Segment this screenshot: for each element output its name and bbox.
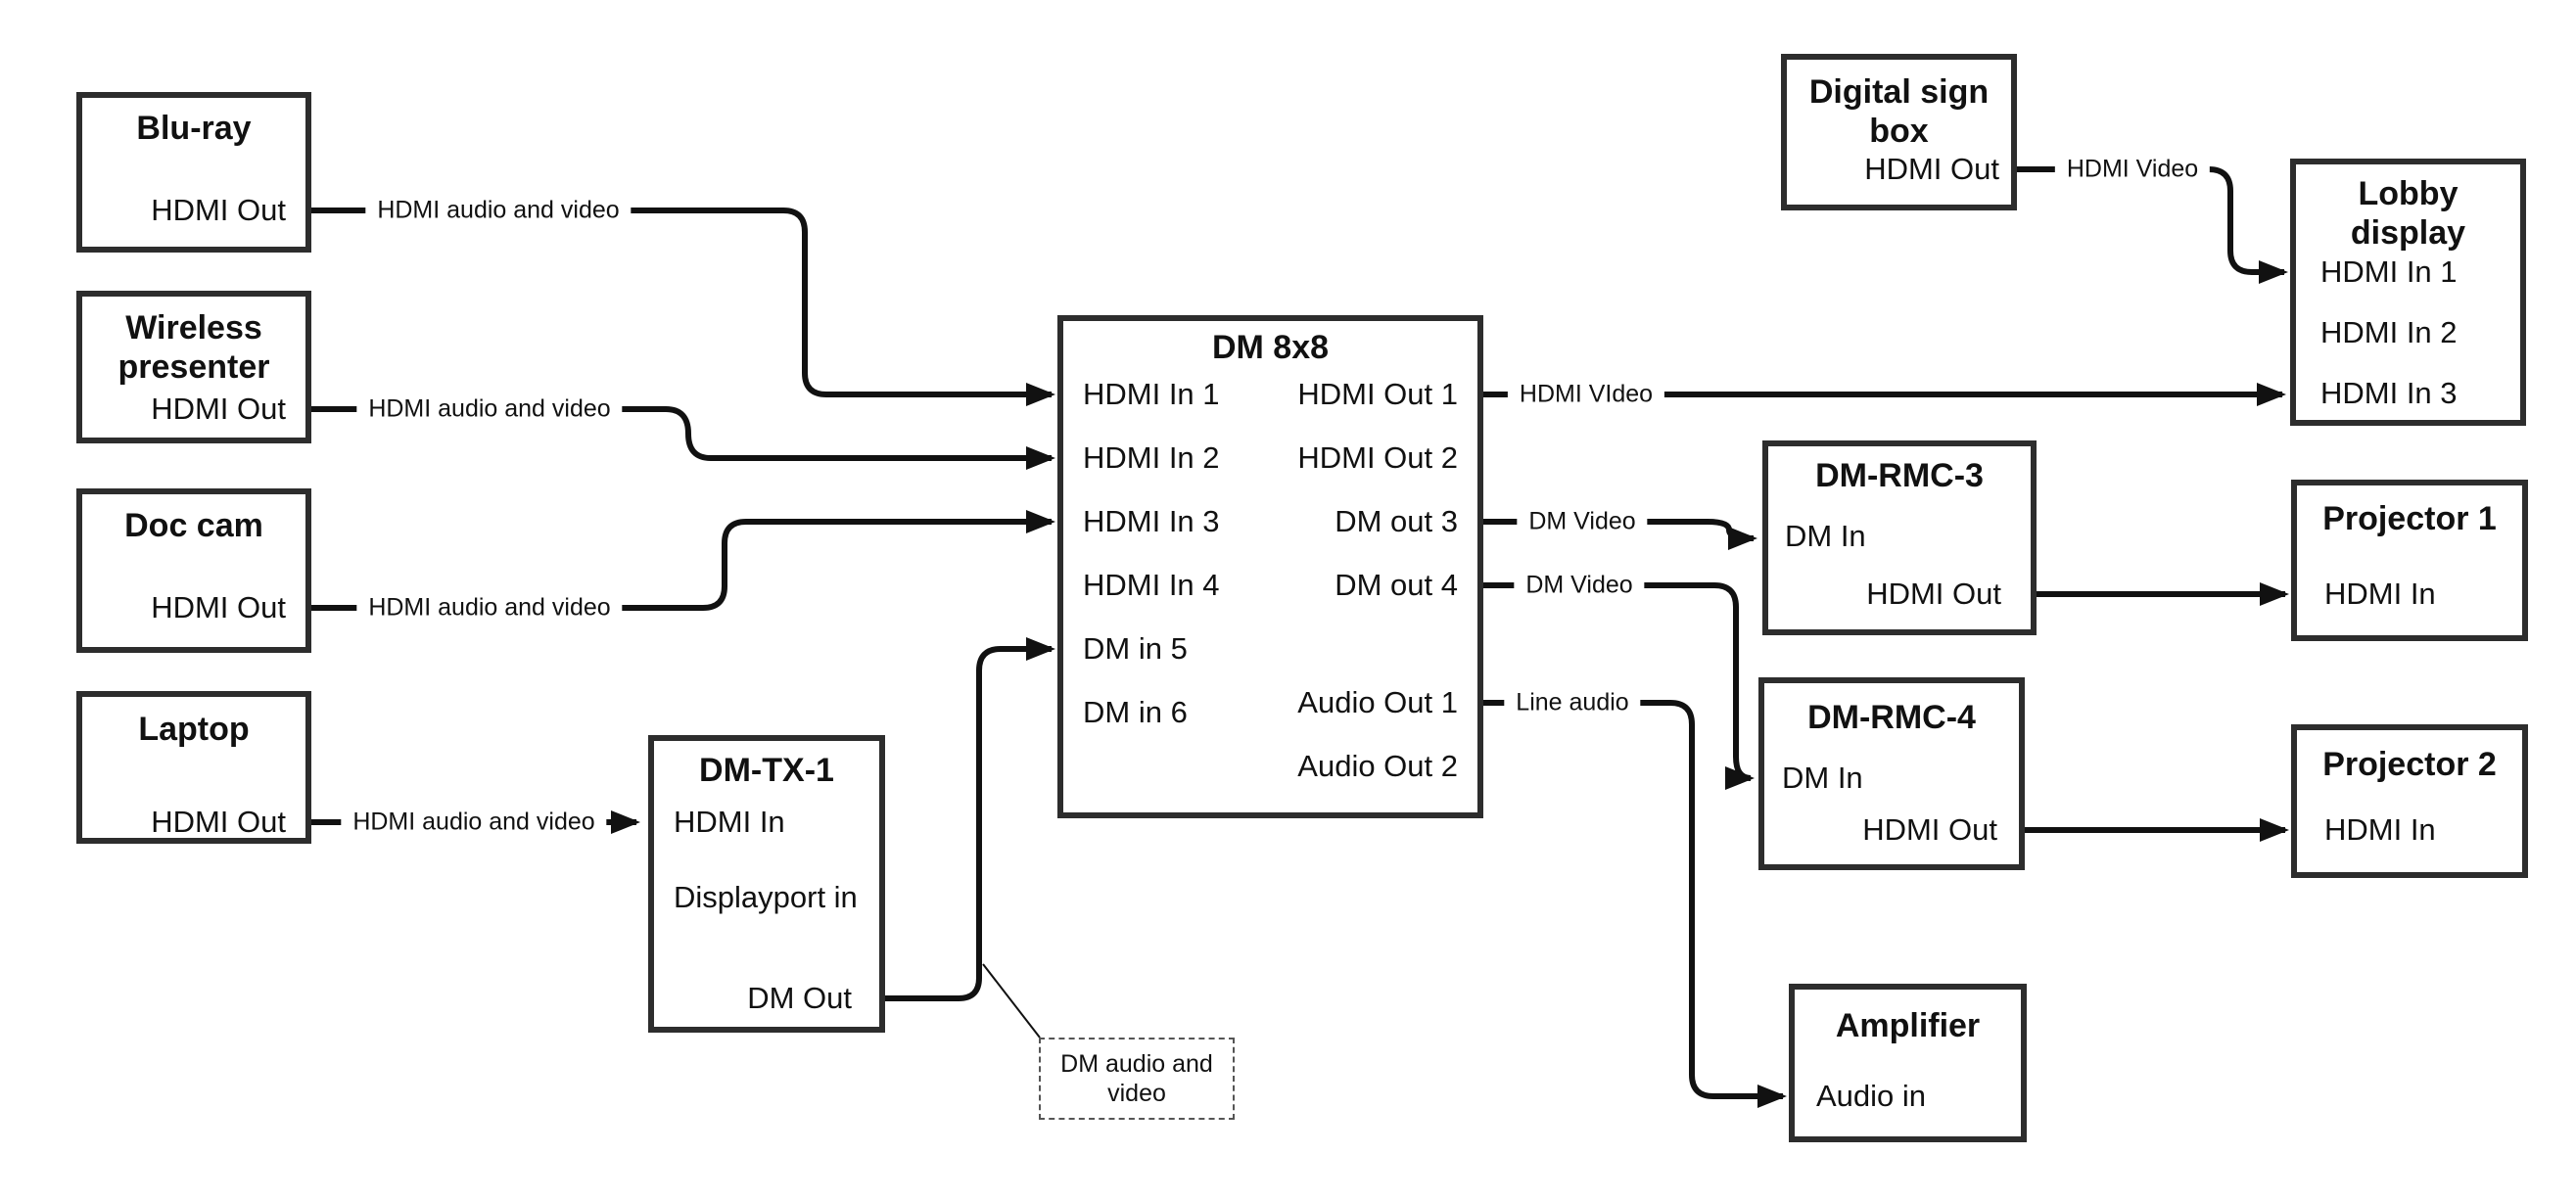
node-title: Digital sign box: [1808, 73, 1990, 150]
node-title: Laptop: [138, 711, 250, 748]
port-hdmi-in-2: HDMI In 2: [1083, 440, 1220, 475]
port-audio-in: Audio in: [1816, 1079, 1927, 1113]
port-dm-in: DM In: [1782, 761, 1863, 795]
port-hdmi-in-4: HDMI In 4: [1083, 568, 1220, 602]
connector-doccam-dm8x8-in3: [309, 510, 1055, 611]
port-hdmi-out-1: HDMI Out 1: [1297, 377, 1458, 411]
wire-label-dm-video-out4: DM Video: [1514, 569, 1645, 602]
connector-dmtx1-dm8x8-in5: [885, 637, 1055, 1001]
node-title: Amplifier: [1835, 1007, 1981, 1044]
wire-label-hdmi-video-out1: HDMI VIdeo: [1507, 378, 1665, 411]
port-audio-out-2: Audio Out 2: [1297, 749, 1458, 783]
port-hdmi-out: HDMI Out: [151, 392, 286, 426]
node-amplifier: Amplifier Audio in: [1789, 984, 2027, 1142]
wire-label-hdmi-audio-video-doccam: HDMI audio and video: [356, 591, 623, 624]
port-hdmi-out-2: HDMI Out 2: [1297, 440, 1458, 475]
wire-label-hdmi-audio-video-laptop: HDMI audio and video: [341, 806, 607, 839]
port-dm-in-6: DM in 6: [1083, 695, 1188, 729]
port-hdmi-in-3: HDMI In 3: [2320, 376, 2458, 410]
wire-label-dm-video-out3: DM Video: [1517, 505, 1648, 538]
node-dm-rmc-4: DM-RMC-4 DM In HDMI Out: [1758, 677, 2025, 870]
port-hdmi-in-1: HDMI In 1: [2320, 254, 2458, 289]
connector-bluray-dm8x8-in1: [309, 208, 1055, 406]
node-dm-tx-1: DM-TX-1 HDMI In Displayport in DM Out: [648, 735, 885, 1033]
wire-label-hdmi-audio-video-wireless: HDMI audio and video: [356, 393, 623, 426]
port-hdmi-out: HDMI Out: [1864, 152, 1999, 186]
node-title: Projector 1: [2322, 500, 2497, 537]
connector-dm8x8-out3-dmrmc3: [1483, 519, 1757, 550]
wire-label-line-audio: Line audio: [1504, 686, 1641, 719]
port-hdmi-out: HDMI Out: [151, 805, 286, 839]
note-dm-audio-and-video: DM audio and video: [1039, 1038, 1235, 1120]
node-wireless-presenter: Wireless presenter HDMI Out: [76, 291, 311, 443]
node-title: Blu-ray: [136, 110, 252, 147]
node-title: Lobby display: [2350, 175, 2466, 252]
node-laptop: Laptop HDMI Out: [76, 691, 311, 844]
wire-label-hdmi-audio-video-bluray: HDMI audio and video: [365, 194, 632, 227]
port-hdmi-in: HDMI In: [674, 805, 785, 839]
port-hdmi-out: HDMI Out: [151, 193, 286, 227]
node-lobby-display: Lobby display HDMI In 1 HDMI In 2 HDMI I…: [2290, 159, 2526, 426]
port-audio-out-1: Audio Out 1: [1297, 685, 1458, 719]
port-hdmi-in: HDMI In: [2324, 577, 2436, 611]
node-title: DM 8x8: [1211, 329, 1330, 366]
node-doc-cam: Doc cam HDMI Out: [76, 488, 311, 653]
port-dm-out-3: DM out 3: [1335, 504, 1458, 538]
node-title: DM-RMC-4: [1807, 699, 1976, 736]
port-dm-in: DM In: [1785, 519, 1866, 553]
node-title: Doc cam: [124, 507, 263, 544]
port-hdmi-out: HDMI Out: [1862, 812, 1997, 847]
connector-digitalsign-lobby-in1: [2017, 166, 2288, 284]
node-title: Wireless presenter: [117, 309, 270, 386]
node-digital-sign-box: Digital sign box HDMI Out: [1781, 54, 2017, 210]
port-dm-in-5: DM in 5: [1083, 631, 1188, 666]
port-hdmi-out: HDMI Out: [1866, 577, 2001, 611]
port-hdmi-in: HDMI In: [2324, 812, 2436, 847]
node-projector-2: Projector 2 HDMI In: [2291, 724, 2528, 878]
port-dm-out-4: DM out 4: [1335, 568, 1458, 602]
node-blu-ray: Blu-ray HDMI Out: [76, 92, 311, 253]
node-dm-8x8: DM 8x8 HDMI In 1 HDMI In 2 HDMI In 3 HDM…: [1057, 315, 1483, 818]
port-hdmi-in-3: HDMI In 3: [1083, 504, 1220, 538]
port-dm-out: DM Out: [747, 981, 852, 1015]
node-title: Projector 2: [2322, 746, 2497, 783]
connector-wireless-dm8x8-in2: [309, 406, 1055, 470]
port-hdmi-out: HDMI Out: [151, 590, 286, 624]
connector-dm8x8-out4-dmrmc4: [1483, 582, 1755, 790]
node-projector-1: Projector 1 HDMI In: [2291, 480, 2528, 641]
port-hdmi-in-1: HDMI In 1: [1083, 377, 1220, 411]
node-title: DM-TX-1: [699, 752, 834, 789]
wire-label-hdmi-video-digitalsign: HDMI Video: [2054, 153, 2211, 186]
connector-dm8x8-audio1-amplifier: [1483, 700, 1787, 1108]
node-dm-rmc-3: DM-RMC-3 DM In HDMI Out: [1762, 440, 2037, 635]
port-displayport-in: Displayport in: [674, 880, 858, 914]
note-leader-line: [982, 963, 1041, 1039]
port-hdmi-in-2: HDMI In 2: [2320, 315, 2458, 349]
node-title: DM-RMC-3: [1815, 457, 1984, 494]
